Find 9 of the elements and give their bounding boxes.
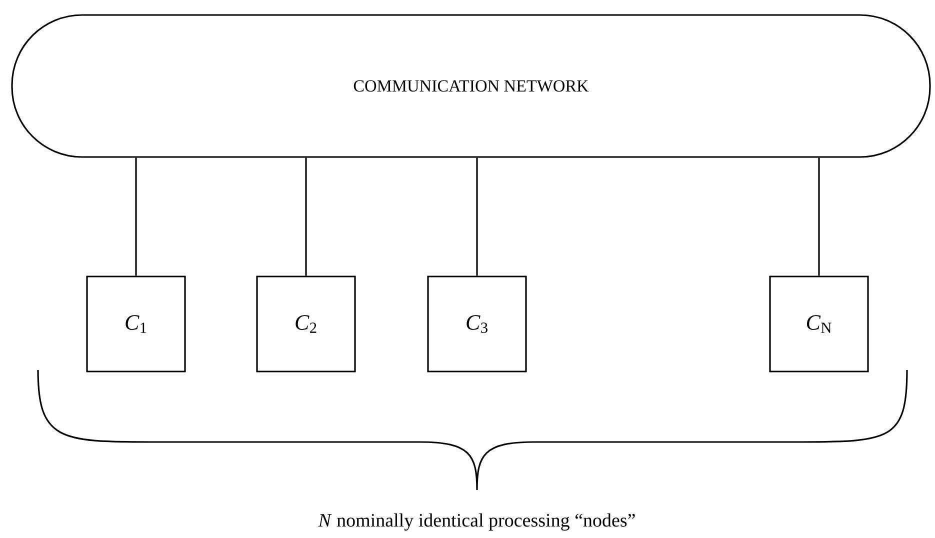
caption: N nominally identical processing “nodes”	[318, 513, 635, 531]
connector-line	[305, 158, 307, 276]
connector-line	[476, 158, 478, 276]
connector-line	[818, 158, 820, 276]
processor-box: C$_{N}$	[769, 276, 869, 372]
processor-box: C$_{1}$	[86, 276, 186, 372]
processor-box: C$_{3}$	[427, 276, 527, 372]
processor-box: C$_{2}$	[256, 276, 356, 372]
connector-line	[135, 158, 137, 276]
